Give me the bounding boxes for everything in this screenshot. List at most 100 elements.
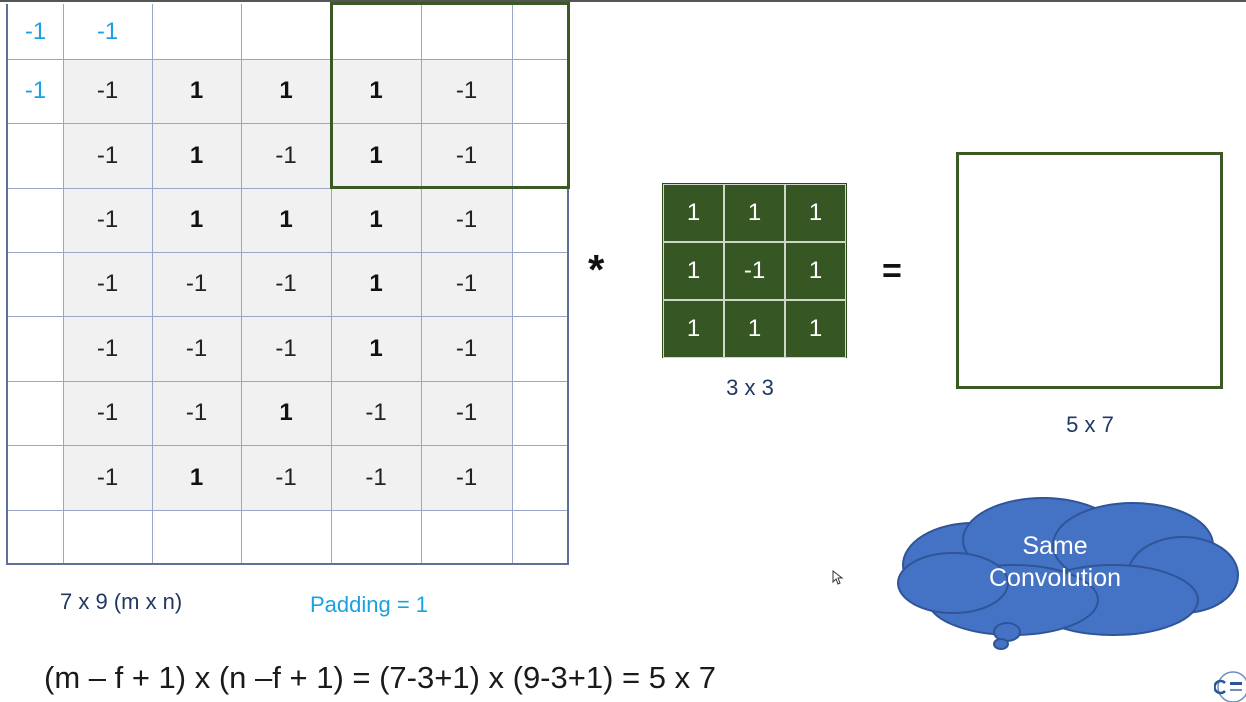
matrix-cell: -1	[331, 445, 421, 510]
matrix-cell	[512, 188, 568, 252]
filter-cell: 1	[724, 184, 785, 242]
matrix-cell	[8, 381, 63, 445]
matrix-cell: -1	[96, 17, 119, 45]
output-matrix-box	[956, 152, 1223, 389]
grid-line	[152, 4, 153, 564]
matrix-cell	[8, 188, 63, 252]
matrix-cell	[152, 4, 241, 59]
matrix-cell	[63, 510, 152, 564]
equals-operator: =	[882, 252, 902, 290]
matrix-cell	[512, 252, 568, 316]
matrix-cell: -1	[331, 381, 421, 445]
matrix-cell: -1	[152, 316, 241, 381]
matrix-cell: -1	[241, 252, 331, 316]
cloud-tail	[993, 622, 1021, 650]
filter-cell: 1	[785, 184, 846, 242]
filter-cell: 1	[663, 184, 724, 242]
matrix-cell	[8, 445, 63, 510]
mouse-cursor-icon	[832, 570, 844, 585]
grid-line	[63, 4, 64, 564]
matrix-right-border	[567, 4, 569, 564]
matrix-cell: 1	[331, 123, 421, 188]
grid-line	[8, 188, 568, 189]
matrix-cell: -1	[24, 17, 47, 45]
convolution-operator: *	[588, 246, 605, 293]
matrix-cell	[512, 510, 568, 564]
matrix-cell: -1	[241, 123, 331, 188]
matrix-cell: -1	[63, 188, 152, 252]
matrix-cell: 1	[152, 188, 241, 252]
matrix-cell: 1	[152, 59, 241, 123]
callout-line-2: Convolution	[988, 564, 1122, 592]
grid-line	[241, 4, 242, 564]
grid-line	[8, 123, 568, 124]
matrix-cell: -1	[421, 316, 512, 381]
filter-cell: 1	[785, 242, 846, 300]
matrix-left-border	[6, 4, 8, 564]
filter-cell: 1	[663, 242, 724, 300]
filter-cell: 1	[663, 300, 724, 358]
matrix-cell	[512, 316, 568, 381]
codebasics-logo-icon	[1214, 671, 1246, 702]
callout-line-1: Same	[1022, 532, 1088, 560]
matrix-cell: -1	[63, 381, 152, 445]
matrix-cell: -1	[421, 252, 512, 316]
top-border	[0, 0, 1246, 2]
grid-line	[8, 381, 568, 382]
matrix-cell: -1	[241, 445, 331, 510]
filter-cell: 1	[785, 300, 846, 358]
matrix-cell	[331, 510, 421, 564]
matrix-bottom-border	[6, 563, 569, 565]
grid-line	[8, 316, 568, 317]
matrix-cell	[512, 381, 568, 445]
matrix-cell: -1	[24, 77, 47, 104]
matrix-cell: -1	[421, 59, 512, 123]
matrix-cell: -1	[152, 381, 241, 445]
grid-line	[8, 252, 568, 253]
matrix-cell: -1	[63, 59, 152, 123]
grid-line	[331, 4, 332, 564]
matrix-cell	[512, 445, 568, 510]
matrix-cell	[8, 252, 63, 316]
matrix-cell	[241, 4, 331, 59]
output-size-formula: (m – f + 1) x (n –f + 1) = (7-3+1) x (9-…	[44, 660, 716, 695]
matrix-cell	[8, 316, 63, 381]
output-dimension-label: 5 x 7	[1066, 412, 1114, 437]
matrix-cell: 1	[331, 252, 421, 316]
matrix-cell: -1	[63, 252, 152, 316]
cloud-callout	[897, 497, 1239, 650]
filter-cell: -1	[724, 242, 785, 300]
grid-line	[512, 4, 513, 564]
matrix-cell: -1	[421, 445, 512, 510]
cloud-shape	[897, 497, 1239, 636]
grid-line	[8, 510, 568, 511]
matrix-cell: 1	[152, 123, 241, 188]
grid-line	[421, 4, 422, 564]
grid-line	[8, 445, 568, 446]
matrix-cell: 1	[331, 59, 421, 123]
matrix-cell	[421, 510, 512, 564]
matrix-cell: 1	[241, 59, 331, 123]
matrix-cell: 1	[331, 316, 421, 381]
matrix-cell: -1	[421, 123, 512, 188]
matrix-cell	[152, 510, 241, 564]
filter-window-highlight	[330, 2, 570, 189]
matrix-cell: 1	[152, 445, 241, 510]
callout-text: Same Convolution	[955, 530, 1155, 594]
matrix-cell: -1	[63, 123, 152, 188]
filter-dimension-label: 3 x 3	[726, 375, 774, 400]
grid-line	[8, 59, 568, 60]
matrix-cell: -1	[421, 188, 512, 252]
filter-cell: 1	[724, 300, 785, 358]
matrix-cell	[8, 123, 63, 188]
matrix-cell: -1	[63, 445, 152, 510]
matrix-cell: 1	[241, 188, 331, 252]
input-dimension-label: 7 x 9 (m x n)	[60, 589, 183, 614]
matrix-cell: 1	[331, 188, 421, 252]
matrix-cell: -1	[152, 252, 241, 316]
matrix-cell: -1	[241, 316, 331, 381]
matrix-cell	[8, 510, 63, 564]
matrix-cell: 1	[241, 381, 331, 445]
matrix-cell: -1	[63, 316, 152, 381]
